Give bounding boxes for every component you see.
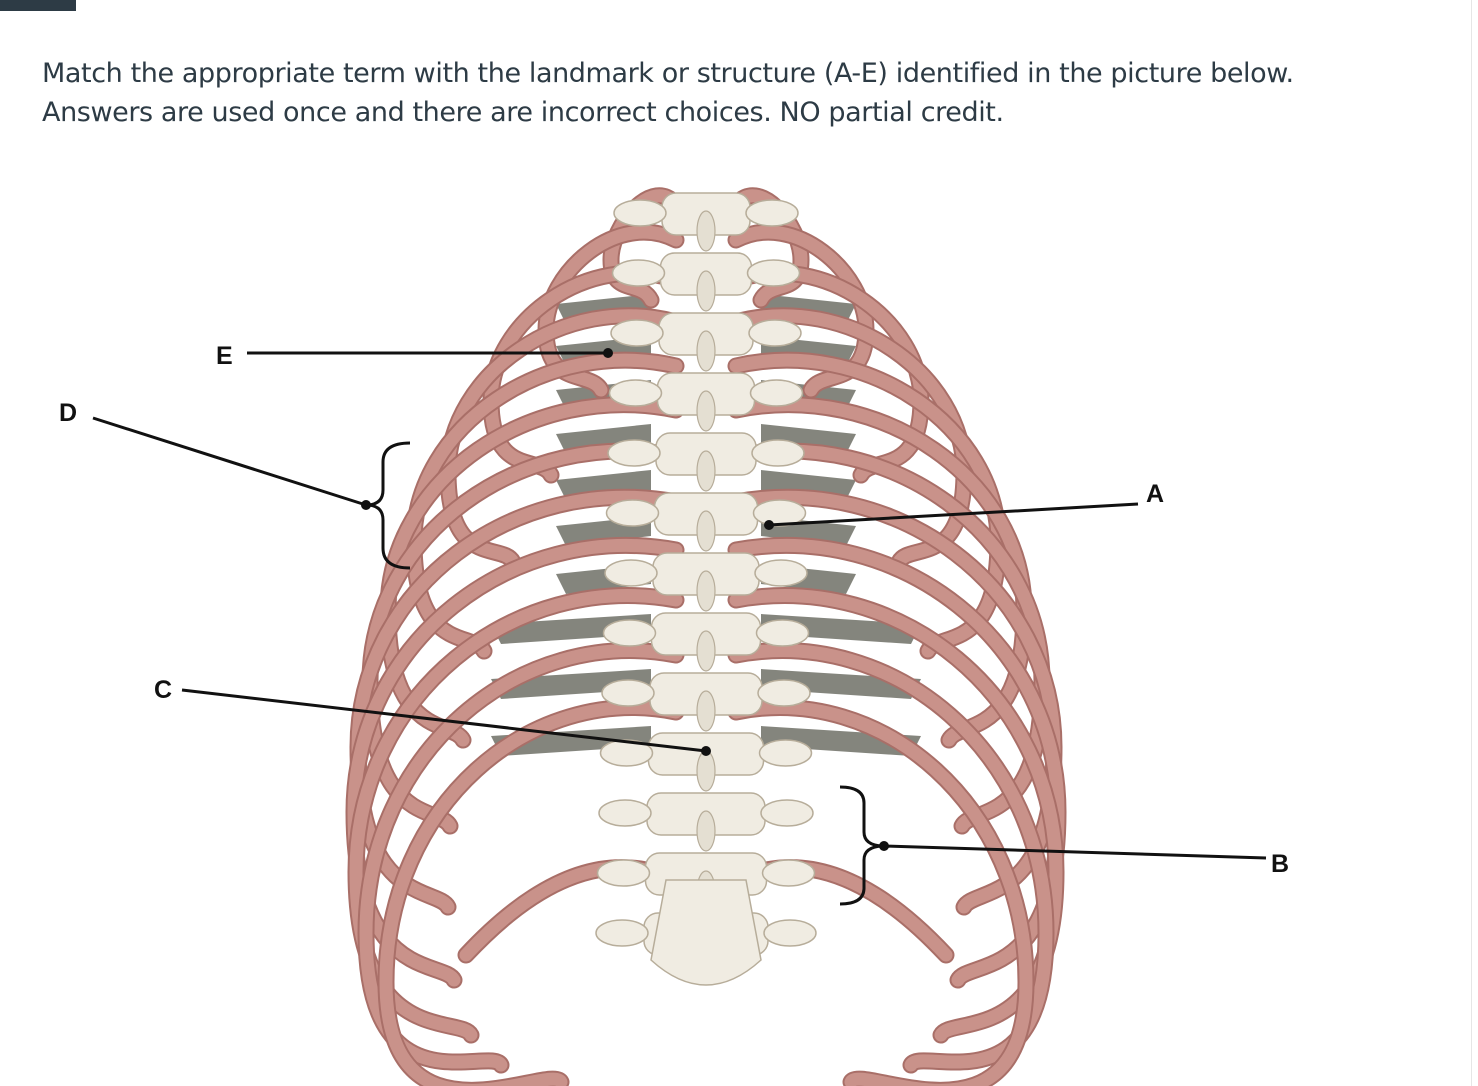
transverse-process <box>758 739 813 767</box>
spinous-process <box>696 450 716 492</box>
transverse-process <box>608 379 663 407</box>
transverse-process <box>602 619 657 647</box>
lumbar-vertebra <box>650 879 762 986</box>
rib <box>359 644 683 1072</box>
spinous-process <box>696 570 716 612</box>
leader-line-b <box>883 844 1267 860</box>
leader-line-a <box>768 502 1139 527</box>
transverse-process <box>610 319 664 347</box>
transverse-process <box>601 679 655 707</box>
transverse-process <box>745 199 799 227</box>
rib <box>729 644 1053 1072</box>
leader-dot-d <box>361 500 371 510</box>
transverse-process <box>595 919 649 947</box>
rib <box>381 398 683 747</box>
rib <box>347 539 683 987</box>
question-line-2: Answers are used once and there are inco… <box>42 97 1004 128</box>
leader-dot-b <box>879 841 889 851</box>
rib <box>351 490 683 914</box>
transverse-process <box>754 559 808 587</box>
transverse-process <box>605 499 660 527</box>
rib <box>363 444 683 833</box>
rib <box>539 225 683 397</box>
transverse-process <box>749 379 804 407</box>
transverse-process <box>607 439 661 467</box>
label-a: A <box>1146 480 1164 508</box>
transverse-process <box>761 859 816 887</box>
right-divider <box>1471 0 1472 1086</box>
spinous-process <box>696 210 716 252</box>
transverse-process <box>757 679 811 707</box>
question-line-1: Match the appropriate term with the land… <box>42 58 1294 89</box>
spinous-process <box>696 630 716 672</box>
leader-line-c <box>181 688 707 753</box>
transverse-process <box>760 799 814 827</box>
spinous-process <box>696 810 716 852</box>
rib <box>379 701 683 1086</box>
spinous-process <box>696 750 716 792</box>
label-c: C <box>154 676 172 704</box>
spinous-process <box>696 330 716 372</box>
transverse-process <box>611 259 666 287</box>
transverse-process <box>598 799 652 827</box>
transverse-process <box>604 559 658 587</box>
transverse-process <box>763 919 817 947</box>
rib <box>729 539 1065 987</box>
rib <box>729 444 1049 833</box>
rib <box>729 701 1033 1086</box>
transverse-process <box>752 499 807 527</box>
rib <box>729 398 1031 747</box>
transverse-process <box>613 199 667 227</box>
transverse-process <box>746 259 801 287</box>
leader-line-d <box>92 416 367 507</box>
rib <box>349 589 683 1042</box>
transverse-process <box>755 619 810 647</box>
leader-dot-c <box>701 746 711 756</box>
transverse-process <box>751 439 805 467</box>
spinous-process <box>696 270 716 312</box>
rib <box>729 490 1061 914</box>
spinous-process <box>696 390 716 432</box>
label-b: B <box>1271 850 1289 878</box>
vertebral-column <box>595 192 817 986</box>
question-prompt: Match the appropriate term with the land… <box>42 54 1422 132</box>
leader-dot-a <box>764 520 774 530</box>
ribs <box>345 187 1067 1086</box>
transverse-process <box>599 739 654 767</box>
transverse-process <box>748 319 802 347</box>
top-tab-marker <box>0 0 76 11</box>
rib <box>729 189 808 307</box>
leader-dot-e <box>603 348 613 358</box>
label-e: E <box>216 342 233 370</box>
rib <box>729 589 1063 1042</box>
rib <box>604 189 683 307</box>
rib <box>729 225 873 397</box>
label-d: D <box>59 399 77 427</box>
transverse-process <box>596 859 651 887</box>
spinous-process <box>696 510 716 552</box>
spinous-process <box>696 690 716 732</box>
